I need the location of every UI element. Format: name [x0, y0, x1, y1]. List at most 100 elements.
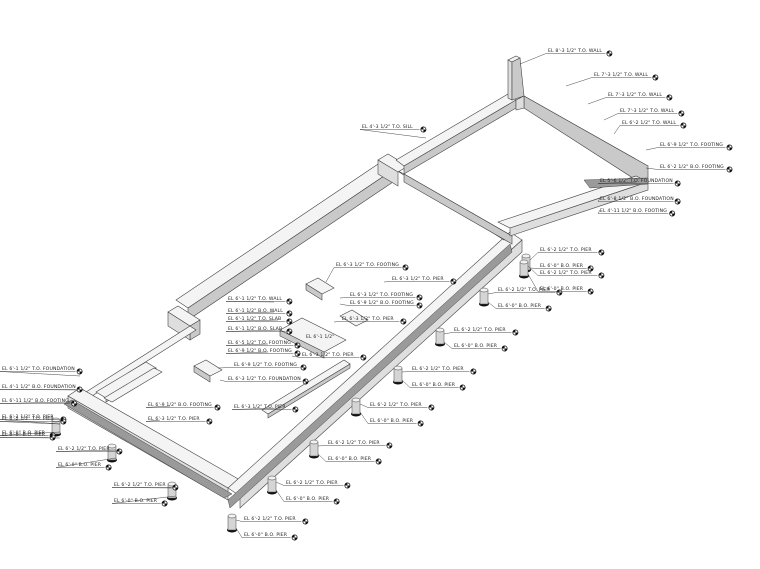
pier-12-top-label-text: EL 6'-2 1/2" T.O. PIER	[540, 270, 592, 276]
pier-5-bottom-label: EL 6'-0" B.O. PIER	[359, 411, 424, 427]
pier-12-top-label: EL 6'-2 1/2" T.O. PIER	[527, 265, 605, 279]
left-callout-8-marker	[302, 378, 309, 385]
pier-6-bottom-label: EL 6'-0" B.O. PIER	[317, 453, 382, 465]
pier-8-bottom-label-text: EL 6'-0" B.O. PIER	[244, 532, 288, 538]
far-left-callout-5: EL 6'-0" B.O. PIER	[0, 432, 61, 441]
right-callout-1-text: EL 6'-9 1/2" T.O. FOOTING	[660, 142, 723, 148]
pier-10-top-label: EL 6'-2 1/2" T.O. PIER	[55, 446, 123, 455]
pier-1-top-label-text: EL 6'-2 1/2" T.O. PIER	[540, 247, 592, 253]
pier-1-bottom-label-text: EL 6'-0" B.O. PIER	[540, 263, 584, 269]
pier-8: EL 6'-2 1/2" T.O. PIER EL 6'-0" B.O. PIER	[227, 513, 309, 541]
right-callout-4-text: EL 6'-8 1/2" B.O. FOUNDATION	[600, 196, 674, 202]
left-callout-10-text: EL 6'-3 1/2" T.O. PIER	[148, 416, 200, 422]
pier-12-bottom-label-marker	[587, 288, 594, 295]
left-callout-4-marker	[286, 328, 293, 335]
pier-1-bottom-label-marker	[587, 265, 594, 272]
pier-3-bottom-label: EL 6'-0" B.O. PIER	[443, 341, 508, 352]
center-callout-4-marker	[416, 302, 423, 309]
left-callout-7-text: EL 6'-9 1/2" T.O. FOOTING	[234, 362, 297, 368]
center-callout-7-marker	[292, 406, 299, 413]
pier-6-top-label-text: EL 6'-2 1/2" T.O. PIER	[328, 440, 380, 446]
top-callout-3: EL 7'-3 1/2" T.O. WALL	[587, 92, 673, 105]
left-callout-3-text: EL 6'-1 1/2" T.O. SLAB	[228, 316, 281, 322]
pier-5-top-label-marker	[428, 404, 435, 411]
pier-2-bottom-label-marker	[545, 305, 552, 312]
top-callout-6-marker	[420, 126, 427, 133]
far-left-callout-5-marker	[49, 434, 56, 441]
pier-12-top-label-marker	[598, 272, 605, 279]
right-callout-4: EL 6'-8 1/2" B.O. FOUNDATION	[597, 196, 681, 205]
center-callout-7-text: EL 6'-3 1/2" T.O. PIER	[234, 404, 286, 410]
center-callout-3-text: EL 6'-3 1/2" T.O. FOOTING	[350, 292, 413, 298]
pier-11-bottom-label-text: EL 6'-0" B.O. PIER	[2, 430, 46, 436]
pier-6-top-label: EL 6'-2 1/2" T.O. PIER	[317, 440, 393, 449]
center-callout-2-text: EL 6'-3 1/2" T.O. PIER	[392, 276, 444, 282]
center-callout-1: EL 6'-3 1/2" T.O. FOOTING	[325, 262, 409, 283]
pier-3-top-label: EL 6'-2 1/2" T.O. PIER	[443, 327, 519, 336]
pier-5-top-label-text: EL 6'-2 1/2" T.O. PIER	[370, 402, 422, 408]
pier-6-bottom-label-text: EL 6'-0" B.O. PIER	[328, 456, 372, 462]
center-callout-3: EL 6'-3 1/2" T.O. FOOTING	[339, 292, 423, 301]
pier-4-bottom-label: EL 6'-0" B.O. PIER	[401, 379, 466, 391]
far-left-callout-3: EL 6'-11 1/2" B.O. FOOTING	[0, 398, 78, 407]
left-callout-4: EL 6'-1 1/2" B.O. SLAB	[225, 326, 293, 335]
left-callout-9-text: EL 6'-9 1/2" B.O. FOOTING	[148, 402, 212, 408]
pier-5-bottom-label-text: EL 6'-0" B.O. PIER	[370, 418, 414, 424]
top-callout-4-text: EL 7'-3 1/2" T.O. WALL	[620, 108, 674, 114]
left-callout-8-text: EL 6'-3 1/2" T.O. FOUNDATION	[228, 376, 301, 382]
pier-5-bottom-label-marker	[417, 420, 424, 427]
right-callout-3-text: EL 5'-6 1/2" T.O. FOUNDATION	[600, 178, 673, 184]
center-callout-4-text: EL 6'-9 1/2" B.O. FOOTING	[350, 300, 414, 306]
top-callout-6-text: EL 4'-3 1/2" T.O. SILL	[362, 124, 413, 130]
pier-10-top-label-text: EL 6'-2 1/2" T.O. PIER	[58, 446, 110, 452]
pier-4-top-label-text: EL 6'-2 1/2" T.O. PIER	[412, 366, 464, 372]
right-callout-2: EL 6'-2 1/2" B.O. FOOTING	[645, 164, 733, 173]
pier-7-top-label-marker	[344, 482, 351, 489]
center-callout-1-text: EL 6'-3 1/2" T.O. FOOTING	[336, 262, 399, 268]
pier-7-bottom-label: EL 6'-0" B.O. PIER	[275, 489, 340, 505]
top-callout-2-marker	[652, 74, 659, 81]
pier-12-bottom-label: EL 6'-0" B.O. PIER	[527, 273, 594, 295]
left-callout-2: EL 6'-1 1/2" B.O. WALL	[225, 308, 293, 317]
center-callout-7: EL 6'-3 1/2" T.O. PIER	[231, 404, 299, 413]
pier-9-top-label-text: EL 6'-2 1/2" T.O. PIER	[114, 482, 166, 488]
pier-4: EL 6'-2 1/2" T.O. PIER EL 6'-0" B.O. PIER	[393, 365, 477, 391]
center-callout-2-marker	[450, 278, 457, 285]
pier-6-top-label-marker	[386, 442, 393, 449]
pier-4-top-label-marker	[470, 368, 477, 375]
pier-11-top-label-text: EL 6'-2 1/2" T.O. PIER	[2, 414, 54, 420]
left-callout-8: EL 6'-3 1/2" T.O. FOUNDATION	[219, 376, 309, 385]
pier-6: EL 6'-2 1/2" T.O. PIER EL 6'-0" B.O. PIER	[309, 439, 393, 465]
center-callout-5-marker	[400, 318, 407, 325]
top-callout-4: EL 7'-3 1/2" T.O. WALL	[603, 108, 685, 121]
slab-elevation-tag: EL 6'-1 1/2"	[306, 334, 334, 340]
pier-7-bottom-label-marker	[333, 498, 340, 505]
pier-8-bottom-label: EL 6'-0" B.O. PIER	[235, 527, 298, 541]
pier-3-top-label-text: EL 6'-2 1/2" T.O. PIER	[454, 327, 506, 333]
pier-9-bottom-label-text: EL 6'-0" B.O. PIER	[114, 498, 158, 504]
pier-8-top-label: EL 6'-2 1/2" T.O. PIER	[235, 516, 309, 525]
pier-9-bottom-label: EL 6'-0" B.O. PIER	[111, 495, 177, 507]
top-callout-1-text: EL 8'-3 1/2" T.O. WALL	[548, 48, 602, 54]
center-callout-5: EL 6'-3 1/2" T.O. PIER	[333, 316, 407, 325]
right-callout-5: EL 4'-11 1/2" B.O. FOOTING	[597, 208, 676, 217]
far-left-callout-2-text: EL 4'-1 1/2" B.O. FOUNDATION	[2, 384, 76, 390]
left-callout-3-marker	[286, 318, 293, 325]
pier-3-top-label-marker	[512, 329, 519, 336]
left-callout-6-text: EL 6'-9 1/2" B.O. FOOTING	[228, 348, 292, 354]
pier-7-top-label: EL 6'-2 1/2" T.O. PIER	[275, 480, 351, 489]
left-callout-9: EL 6'-9 1/2" B.O. FOOTING	[145, 402, 221, 411]
far-left-callout-1-marker	[76, 368, 83, 375]
top-callout-3-text: EL 7'-3 1/2" T.O. WALL	[608, 92, 662, 98]
right-callout-3: EL 5'-6 1/2" T.O. FOUNDATION	[597, 178, 681, 187]
right-callout-3-marker	[674, 180, 681, 187]
far-left-callout-2: EL 4'-1 1/2" B.O. FOUNDATION	[0, 384, 85, 393]
far-left-callout-4: EL 6'-2 1/2" T.O. PIER	[0, 416, 67, 425]
left-callout-1-marker	[286, 298, 293, 305]
pier-2-top-label: EL 6'-2 1/2" T.O. PIER	[487, 287, 563, 296]
center-callout-6-marker	[360, 354, 367, 361]
left-callout-2-text: EL 6'-1 1/2" B.O. WALL	[228, 308, 283, 314]
